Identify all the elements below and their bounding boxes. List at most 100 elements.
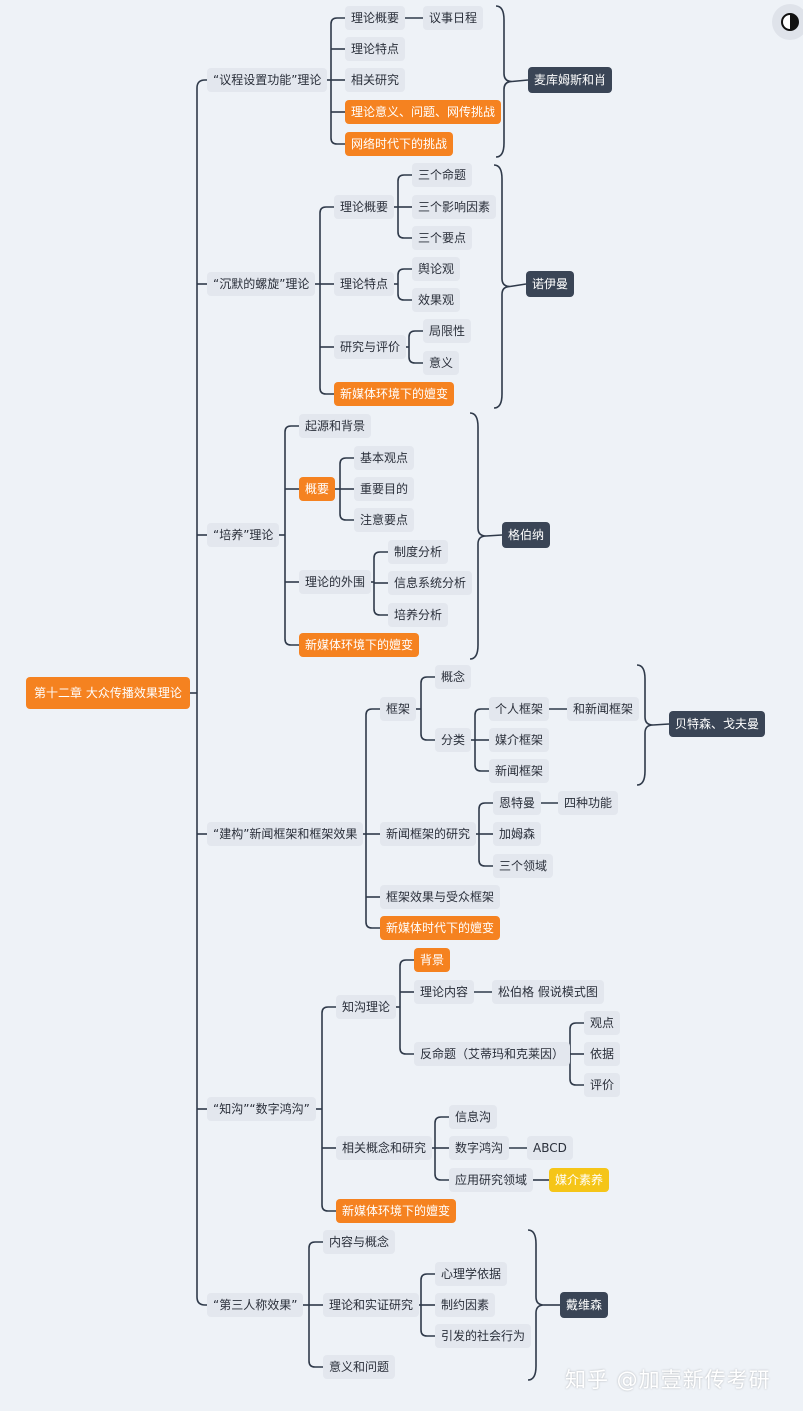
- branch-5[interactable]: “知沟”“数字鸿沟”: [207, 1097, 316, 1121]
- branch-4-item-1-2-1-1[interactable]: 和新闻框架: [567, 697, 640, 721]
- connector-line: [569, 1022, 584, 1030]
- connector-line: [284, 425, 299, 433]
- branch-3-item-2-1[interactable]: 基本观点: [354, 446, 415, 470]
- connector-line: [308, 1360, 323, 1368]
- person-label-2[interactable]: 诺伊曼: [526, 271, 575, 297]
- branch-4-item-2-1-1[interactable]: 四种功能: [558, 791, 619, 815]
- branch-2-item-1-1[interactable]: 三个命题: [412, 163, 473, 187]
- branch-2-item-2-2[interactable]: 效果观: [412, 288, 461, 312]
- branch-6-item-2-2[interactable]: 制约因素: [435, 1293, 496, 1317]
- branch-4-item-1-1[interactable]: 概念: [435, 665, 472, 689]
- branch-3-item-3-3[interactable]: 培养分析: [388, 603, 449, 627]
- branch-1-item-4[interactable]: 理论意义、问题、网传挑战: [345, 100, 502, 124]
- person-label-4[interactable]: 贝特森、戈夫曼: [669, 711, 766, 737]
- connector-line: [397, 293, 412, 301]
- connector-line: [434, 1173, 449, 1181]
- branch-3-item-2-3[interactable]: 注意要点: [354, 508, 415, 532]
- branch-5-item-3[interactable]: 新媒体环境下的嬗变: [336, 1199, 457, 1223]
- branch-5-item-2-1[interactable]: 信息沟: [449, 1105, 498, 1129]
- branch-2-item-4[interactable]: 新媒体环境下的嬗变: [334, 382, 455, 406]
- branch-2-item-1[interactable]: 理论概要: [334, 195, 395, 219]
- branch-1-item-1[interactable]: 理论概要: [345, 6, 406, 30]
- person-label-3[interactable]: 格伯纳: [502, 522, 551, 548]
- connector-line: [373, 551, 388, 559]
- branch-4-item-1-2-1[interactable]: 个人框架: [489, 697, 550, 721]
- branch-5-item-1-1[interactable]: 背景: [414, 948, 451, 972]
- brace-6: [527, 1229, 545, 1381]
- branch-4-item-1-2-2[interactable]: 媒介框架: [489, 728, 550, 752]
- branch-2-item-2[interactable]: 理论特点: [334, 272, 395, 296]
- branch-6-item-1[interactable]: 内容与概念: [323, 1230, 396, 1254]
- branch-5-item-2[interactable]: 相关概念和研究: [336, 1136, 433, 1160]
- branch-6-item-3[interactable]: 意义和问题: [323, 1355, 396, 1379]
- branch-1-item-5[interactable]: 网络时代下的挑战: [345, 132, 454, 156]
- person-label-6[interactable]: 戴维森: [560, 1292, 609, 1318]
- branch-5-item-1-2[interactable]: 理论内容: [414, 980, 475, 1004]
- branch-4-item-1[interactable]: 框架: [380, 697, 417, 721]
- connector-line: [321, 1204, 336, 1212]
- connector-line: [330, 137, 345, 145]
- branch-3-item-3-2[interactable]: 信息系统分析: [388, 571, 473, 595]
- branch-6-item-2-3[interactable]: 引发的社会行为: [435, 1324, 532, 1348]
- connector-line: [284, 638, 299, 646]
- branch-5-item-1[interactable]: 知沟理论: [336, 995, 397, 1019]
- branch-5-item-1-3-1[interactable]: 观点: [584, 1011, 621, 1035]
- branch-5-item-1-3[interactable]: 反命题（艾蒂玛和克莱因）: [414, 1042, 571, 1066]
- branch-5-item-1-3-3[interactable]: 评价: [584, 1073, 621, 1097]
- brace-connector-3: [485, 534, 503, 537]
- branch-1-item-2[interactable]: 理论特点: [345, 37, 406, 61]
- branch-5-item-2-3[interactable]: 应用研究领域: [449, 1168, 534, 1192]
- branch-5-item-1-3-2[interactable]: 依据: [584, 1042, 621, 1066]
- root-node[interactable]: 第十二章 大众传播效果理论: [26, 677, 190, 709]
- branch-4-item-1-2[interactable]: 分类: [435, 728, 472, 752]
- branch-3-item-4[interactable]: 新媒体环境下的嬗变: [299, 633, 420, 657]
- branch-4-item-2[interactable]: 新闻框架的研究: [380, 822, 477, 846]
- branch-2-item-2-1[interactable]: 舆论观: [412, 257, 461, 281]
- branch-6[interactable]: “第三人称效果”: [207, 1293, 304, 1317]
- connector-line: [196, 79, 207, 89]
- brace-1: [495, 5, 513, 158]
- branch-4-item-4[interactable]: 新媒体时代下的嬗变: [380, 916, 501, 940]
- branch-4-item-2-3[interactable]: 三个领域: [493, 854, 554, 878]
- branch-3-item-3-1[interactable]: 制度分析: [388, 540, 449, 564]
- branch-2-item-3-2[interactable]: 意义: [423, 351, 460, 375]
- branch-1[interactable]: “议程设置功能”理论: [207, 68, 328, 92]
- branch-3[interactable]: “培养”理论: [207, 523, 280, 547]
- branch-4-item-2-1[interactable]: 恩特曼: [493, 791, 542, 815]
- connector-line: [474, 764, 489, 772]
- branch-3-item-3[interactable]: 理论的外围: [299, 570, 372, 594]
- connector-line: [408, 330, 423, 338]
- connector-line: [397, 268, 412, 276]
- connector-line: [365, 921, 380, 929]
- connector-line: [397, 174, 412, 182]
- branch-4-item-2-2[interactable]: 加姆森: [493, 822, 542, 846]
- connector-line: [474, 708, 489, 716]
- branch-4[interactable]: “建构”新闻框架和框架效果: [207, 822, 364, 846]
- branch-5-item-2-2-1[interactable]: ABCD: [527, 1136, 573, 1160]
- theme-toggle-button[interactable]: [772, 4, 803, 40]
- branch-2-item-3-1[interactable]: 局限性: [423, 319, 472, 343]
- branch-5-item-1-2-1[interactable]: 松伯格 假说模式图: [492, 980, 604, 1004]
- branch-5-item-2-3-1[interactable]: 媒介素养: [549, 1168, 610, 1192]
- branch-3-item-2[interactable]: 概要: [299, 477, 336, 501]
- connector-line: [399, 1047, 414, 1055]
- branch-3-item-2-2[interactable]: 重要目的: [354, 477, 415, 501]
- branch-1-item-3[interactable]: 相关研究: [345, 68, 406, 92]
- branch-2-item-3[interactable]: 研究与评价: [334, 335, 407, 359]
- branch-1-item-1-1[interactable]: 议事日程: [423, 6, 484, 30]
- branch-3-item-1[interactable]: 起源和背景: [299, 414, 372, 438]
- brace-connector-1: [511, 79, 529, 83]
- branch-2-item-1-3[interactable]: 三个要点: [412, 226, 473, 250]
- branch-5-item-2-2[interactable]: 数字鸿沟: [449, 1136, 510, 1160]
- branch-4-item-3[interactable]: 框架效果与受众框架: [380, 885, 501, 909]
- branch-2-item-1-2[interactable]: 三个影响因素: [412, 195, 497, 219]
- branch-4-item-1-2-3[interactable]: 新闻框架: [489, 759, 550, 783]
- brace-connector-4: [652, 723, 670, 726]
- connector-line: [339, 457, 354, 465]
- branch-2[interactable]: “沉默的螺旋”理论: [207, 272, 316, 296]
- connector-line: [339, 513, 354, 521]
- branch-6-item-2[interactable]: 理论和实证研究: [323, 1293, 420, 1317]
- person-label-1[interactable]: 麦库姆斯和肖: [528, 67, 613, 93]
- branch-6-item-2-1[interactable]: 心理学依据: [435, 1262, 508, 1286]
- half-circle-contrast-icon: [781, 13, 799, 31]
